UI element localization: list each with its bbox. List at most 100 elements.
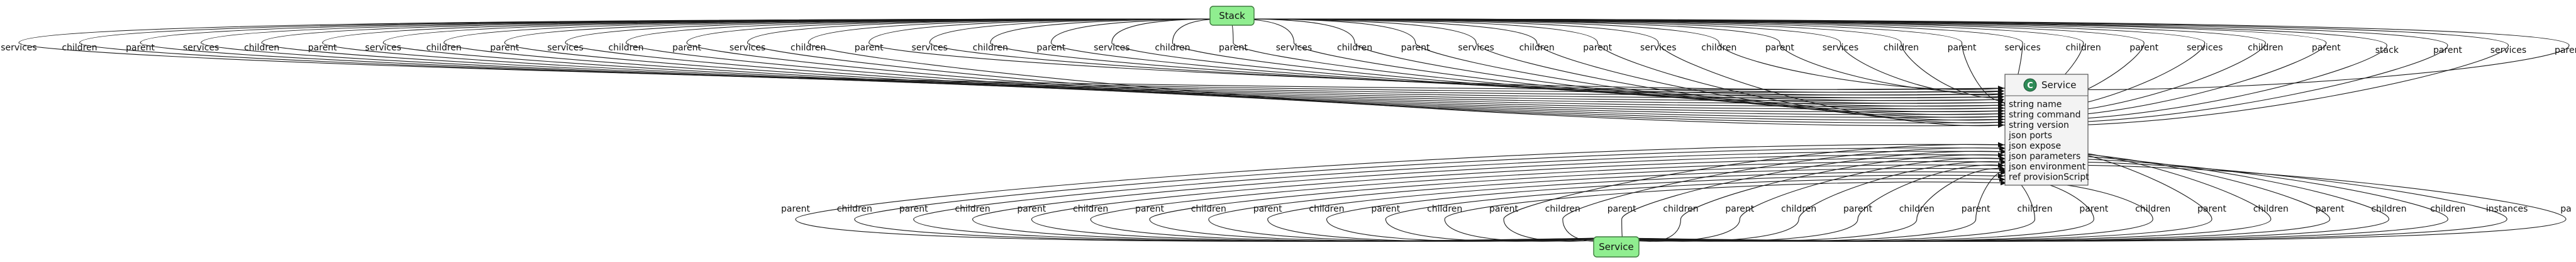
edge-label: parent	[1253, 204, 1282, 214]
edge-label: parent	[1135, 204, 1164, 214]
edge-label: parent	[781, 204, 810, 214]
edge-label: children	[973, 43, 1008, 53]
relationship-edge	[504, 18, 2004, 114]
relationship-edge	[854, 145, 2006, 242]
edge-label: parent	[126, 43, 155, 53]
edge-label: parent	[672, 43, 701, 53]
edge-label: children	[2430, 204, 2465, 214]
edge-label: services	[1276, 43, 1312, 53]
edge-label: services	[1640, 43, 1676, 53]
relationship-edge	[913, 149, 2007, 242]
edge-label: children	[2135, 204, 2170, 214]
relationship-edge	[1326, 173, 2004, 242]
relationship-edge	[1610, 152, 2390, 242]
edge-label: services	[1094, 43, 1130, 53]
edge-label: children	[1701, 43, 1736, 53]
edge-label: parent	[1962, 204, 1990, 214]
relationship-edge	[625, 18, 2004, 120]
class-attribute: ref provisionScript	[2009, 173, 2089, 183]
edge-label: parent	[1725, 204, 1754, 214]
relationship-edge	[1224, 18, 2004, 122]
relationship-edge	[1050, 18, 2004, 100]
svg-text:C: C	[2027, 81, 2033, 91]
upper-edges	[18, 18, 2570, 128]
edge-label: services	[1, 43, 36, 53]
relationship-edge	[869, 18, 2004, 91]
relationship-edge	[18, 18, 2004, 91]
edge-label: parent	[2197, 204, 2226, 214]
service-instance-node[interactable]: Service	[1593, 236, 1640, 258]
edge-label: children	[1781, 204, 1816, 214]
edge-label: children	[955, 204, 990, 214]
class-stereotype-icon: C	[2023, 78, 2037, 92]
relationship-edge	[929, 18, 2004, 94]
relationship-edge	[1385, 176, 2006, 242]
edge-label: parent	[2433, 45, 2462, 55]
edge-label: parent	[1607, 204, 1636, 214]
relationship-edge	[1219, 18, 2570, 91]
upper-edge-labels: services children parent services children pa…	[1, 43, 2576, 55]
relationship-edge	[1233, 18, 2387, 123]
edge-label: children	[837, 204, 872, 214]
edge-label: children	[244, 43, 279, 53]
relationship-edge	[795, 142, 2004, 242]
relationship-edge	[201, 18, 2004, 100]
class-title: Service	[2041, 79, 2076, 91]
relationship-edge	[1228, 18, 2004, 108]
edge-label: services	[730, 43, 765, 53]
edge-label: parent	[1371, 204, 1400, 214]
edge-label: children	[1337, 43, 1372, 53]
edge-label: pa	[2560, 204, 2571, 214]
edge-label: children	[1545, 204, 1580, 214]
relationship-edge	[1621, 149, 2007, 242]
relationship-edge	[1241, 18, 2004, 94]
edge-label: parent	[1401, 43, 1430, 53]
edge-label: children	[1519, 43, 1555, 53]
class-attribute: json expose	[2008, 141, 2061, 151]
edge-label: children	[1663, 204, 1698, 214]
relationship-edge	[1606, 162, 2004, 242]
relationship-edge	[1628, 152, 2004, 242]
edge-label: children	[1309, 204, 1344, 214]
edge-label: services	[183, 43, 219, 53]
edge-label: stack	[2375, 45, 2399, 55]
edge-label: children	[426, 43, 462, 53]
relationship-edge	[1090, 159, 2007, 242]
edge-label: children	[1191, 204, 1226, 214]
relationship-edge	[79, 18, 2004, 94]
edge-label: parent	[1219, 43, 1248, 53]
edge-label: parent	[1843, 204, 1872, 214]
relationship-edge	[1628, 179, 2153, 242]
relationship-edge	[1562, 145, 2006, 242]
edge-label: parent	[1583, 43, 1612, 53]
edge-label: parent	[1017, 204, 1046, 214]
edge-label: parent	[1489, 204, 1518, 214]
edge-label: parent	[1036, 43, 1065, 53]
relationship-edge	[1233, 18, 2004, 128]
relationship-edge	[1241, 18, 2509, 128]
edge-label: children	[2017, 204, 2052, 214]
relationship-edge	[382, 18, 2004, 108]
class-attribute: string version	[2009, 120, 2069, 130]
edge-label: services	[547, 43, 583, 53]
edge-label: children	[62, 43, 97, 53]
edge-label: parent	[855, 43, 884, 53]
edge-label: parent	[2129, 43, 2158, 53]
relationship-edge	[990, 18, 2004, 97]
edge-label: children	[1427, 204, 1462, 214]
edge-label: parent	[1948, 43, 1977, 53]
edge-label: parent	[2312, 43, 2341, 53]
edge-label: services	[365, 43, 401, 53]
relationship-edge	[1111, 18, 2004, 103]
relationship-edge	[686, 18, 2004, 122]
relationship-edge	[443, 18, 2004, 111]
relationship-edge	[1444, 180, 2007, 242]
edge-label: parent	[2555, 45, 2576, 55]
relationship-edge	[1623, 162, 2567, 242]
stack-node[interactable]: Stack	[1209, 6, 1255, 26]
edge-label: children	[2248, 43, 2283, 53]
edge-label: children	[1884, 43, 1919, 53]
